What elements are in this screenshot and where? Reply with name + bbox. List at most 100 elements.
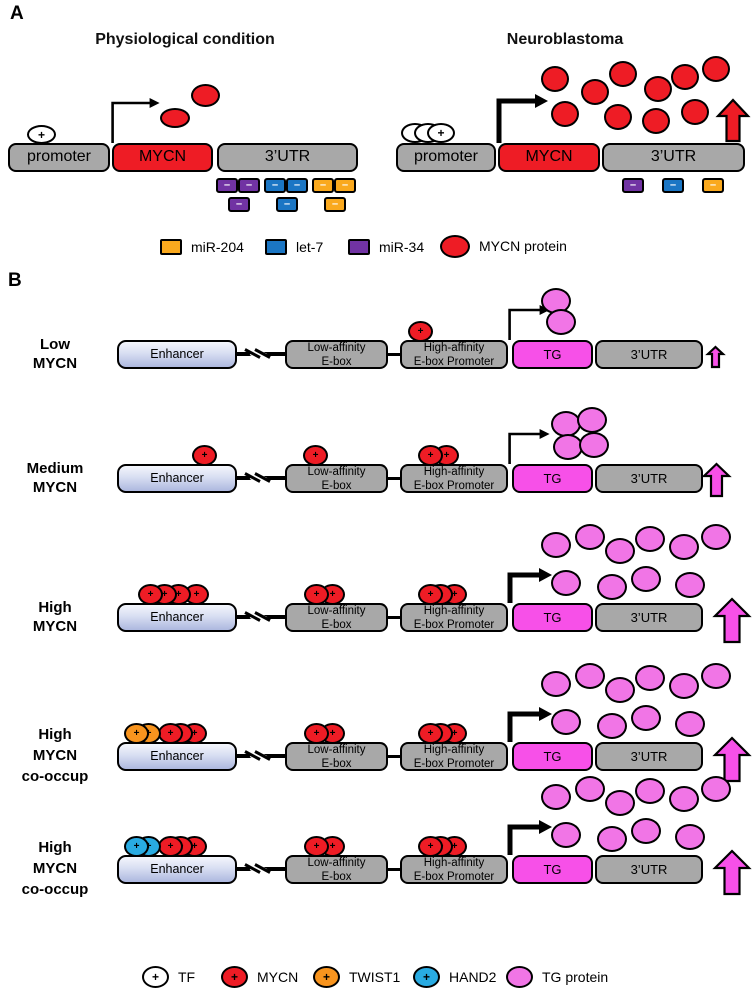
- row-label-line: MYCN: [32, 617, 78, 635]
- transcription-arrow: [508, 429, 550, 464]
- mycn-factor-oval: +: [192, 445, 217, 466]
- tf-oval: +: [427, 123, 455, 143]
- high-affinity-promoter-box-label-line: E-box Promoter: [413, 355, 495, 368]
- mycn-protein: [642, 108, 670, 134]
- low-affinity-ebox-box-label-line: Low-affinity: [307, 604, 366, 617]
- mirna-site-mir34: –: [238, 178, 260, 193]
- enhancer-box-label-line: Enhancer: [150, 610, 204, 624]
- tg-protein: [605, 677, 635, 703]
- high-affinity-promoter-box-label-line: High-affinity: [423, 743, 485, 756]
- utr-box: 3’UTR: [595, 603, 703, 632]
- low-affinity-ebox-box-label-line: Low-affinity: [307, 856, 366, 869]
- mycn-protein: [160, 108, 190, 128]
- low-affinity-ebox-box-label-line: E-box: [321, 479, 352, 492]
- utr-box: 3’UTR: [217, 143, 358, 172]
- mycn-protein: [581, 79, 609, 105]
- tg-gene-box: TG: [512, 742, 593, 771]
- promoter-box-label: promoter: [27, 148, 91, 167]
- tg-protein: [541, 784, 571, 810]
- row-label-line: Medium: [26, 459, 84, 477]
- tg-gene-box: TG: [512, 603, 593, 632]
- utr-box-label: 3’UTR: [265, 148, 310, 167]
- mycn-protein-swatch: [440, 234, 470, 258]
- mycn-protein: [604, 104, 632, 130]
- utr-box: 3’UTR: [595, 742, 703, 771]
- twist1-swatch: +: [313, 966, 340, 988]
- enhancer-box-label: Enhancer: [150, 610, 204, 625]
- tg-protein: [631, 566, 661, 592]
- mirna-site-mir204: –: [324, 197, 346, 212]
- mycn-factor-oval: +: [158, 836, 183, 857]
- tg-gene-box-label-line: TG: [543, 346, 562, 362]
- tg-protein: [701, 524, 731, 550]
- tg-protein: [701, 663, 731, 689]
- promoter-box: promoter: [8, 143, 110, 172]
- enhancer-box: Enhancer: [117, 603, 237, 632]
- promoter-box-label-line: promoter: [26, 148, 92, 166]
- legend-item-twist1: + TWIST1: [313, 965, 400, 989]
- tg-protein: [541, 671, 571, 697]
- tg-protein: [675, 711, 705, 737]
- tg-gene-box-label: TG: [543, 749, 561, 765]
- let7-swatch: [265, 239, 287, 255]
- mycn-factor-oval: +: [418, 723, 443, 744]
- low-affinity-ebox-box-label-line: E-box: [321, 870, 352, 883]
- mycn-factor-oval: +: [304, 836, 329, 857]
- tg-protein-swatch: [506, 966, 533, 988]
- tg-protein: [635, 778, 665, 804]
- ebox-connector: [388, 754, 400, 758]
- mycn-factor-oval: +: [408, 321, 433, 342]
- output-level-arrow-large: [712, 849, 752, 896]
- high-affinity-promoter-box-label-line: E-box Promoter: [413, 757, 495, 770]
- row-label-line: co-occup: [21, 768, 89, 785]
- output-level-arrow-small: [705, 345, 726, 369]
- mycn-gene-box: MYCN: [112, 143, 213, 172]
- tg-protein: [631, 705, 661, 731]
- mycn-protein: [681, 99, 709, 125]
- row-label-line: MYCN: [32, 478, 78, 496]
- tg-protein: [701, 776, 731, 802]
- utr-box: 3’UTR: [595, 340, 703, 369]
- tg-protein: [669, 673, 699, 699]
- low-affinity-ebox-box-label-line: Low-affinity: [307, 465, 366, 478]
- mycn-protein: [609, 61, 637, 87]
- mir204-label: miR-204: [191, 239, 244, 255]
- tg-protein: [575, 663, 605, 689]
- mycn-factor-oval: +: [303, 445, 328, 466]
- mycn-protein: [671, 64, 699, 90]
- mir34-swatch: [348, 239, 370, 255]
- physiological-condition-title: Physiological condition: [95, 31, 275, 48]
- mycn-factor-oval: +: [418, 584, 443, 605]
- low-affinity-ebox-box-label-line: E-box: [321, 757, 352, 770]
- utr-box: 3’UTR: [595, 464, 703, 493]
- tg-protein: [675, 572, 705, 598]
- mycn-factor-oval: +: [418, 445, 443, 466]
- tf-swatch: +: [142, 966, 169, 988]
- legend-item-mycn: + MYCN: [221, 965, 298, 989]
- neuroblastoma-title: Neuroblastoma: [506, 31, 624, 48]
- tg-gene-box-label-line: TG: [543, 609, 562, 625]
- tg-protein: [579, 432, 609, 458]
- row-label-line: MYCN: [32, 354, 78, 372]
- legend-item-tg-protein: TG protein: [506, 965, 608, 989]
- row-label-line: MYCN: [32, 747, 78, 764]
- high-affinity-promoter-box-label-line: E-box Promoter: [413, 479, 495, 492]
- tg-protein: [577, 407, 607, 433]
- mycn-gene-box-label-line: MYCN: [138, 148, 187, 166]
- tg-protein: [675, 824, 705, 850]
- mirna-site-mir34: –: [216, 178, 238, 193]
- row-label-line: High: [38, 839, 72, 856]
- high-affinity-promoter-box-label-line: High-affinity: [423, 341, 485, 354]
